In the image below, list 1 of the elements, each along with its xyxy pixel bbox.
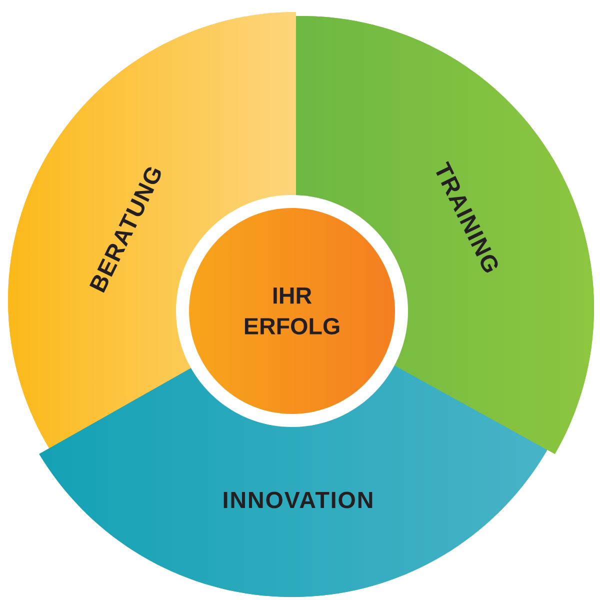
- segment-label: INNOVATION: [224, 492, 372, 508]
